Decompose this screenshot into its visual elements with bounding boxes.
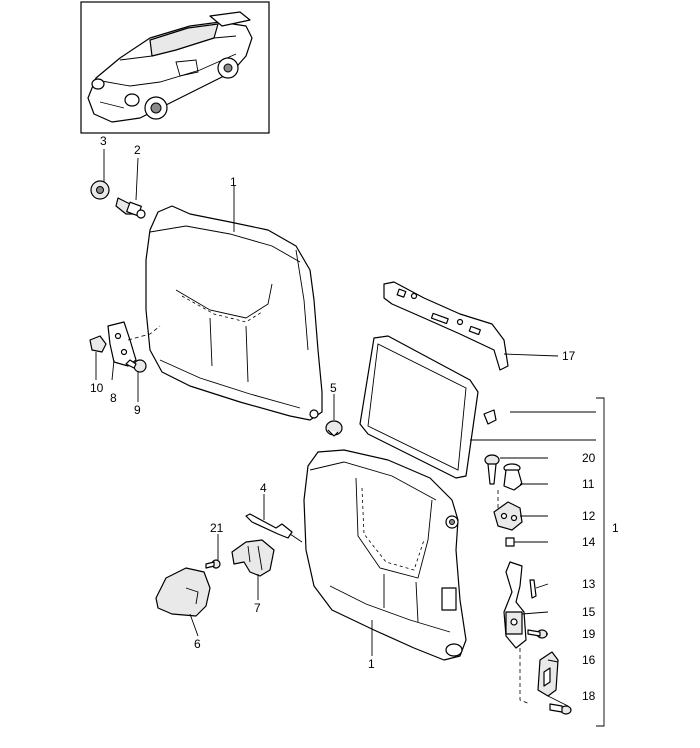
- backrest-panel: [359, 335, 479, 479]
- part-13-pin: [529, 579, 537, 599]
- part-18-bolt: [549, 703, 572, 715]
- part-6-trim-cover: [155, 567, 211, 617]
- callout-2: 2: [134, 143, 141, 157]
- part-15-latch: [503, 561, 527, 649]
- part-16-cover: [537, 651, 559, 697]
- callout-9: 9: [134, 403, 141, 417]
- leader-lines: [95, 149, 605, 727]
- callout-14: 14: [582, 535, 596, 549]
- part-14-clip: [505, 537, 515, 547]
- vehicle-thumbnail: [80, 1, 270, 134]
- callout-6: 6: [194, 637, 201, 651]
- callout-3: 3: [100, 134, 107, 148]
- part-11-striker: [503, 463, 523, 491]
- callout-18: 18: [582, 689, 596, 703]
- part-4-release-cable: [245, 513, 303, 543]
- callout-7: 7: [254, 601, 261, 615]
- part-5-knob: [325, 420, 343, 437]
- backrest-right: [303, 449, 467, 661]
- callout-11: 11: [582, 477, 595, 491]
- callout-17: 17: [562, 349, 576, 363]
- part-7-handle-bracket: [231, 539, 275, 577]
- callout-19: 19: [582, 627, 596, 641]
- part-9-screw: [125, 359, 147, 373]
- callout-15: 15: [582, 605, 596, 619]
- small-clip: [483, 409, 497, 425]
- callout-5: 5: [330, 381, 337, 395]
- callout-8: 8: [110, 391, 117, 405]
- part-2-bolt: [115, 197, 146, 219]
- callout-12: 12: [582, 509, 596, 523]
- callout-1-left-backrest: 1: [230, 175, 237, 189]
- part-19-screw: [527, 629, 548, 639]
- callout-16: 16: [582, 653, 596, 667]
- callout-21: 21: [210, 521, 224, 535]
- callout-1-right-backrest: 1: [368, 657, 375, 671]
- part-8-hinge-bracket: [107, 321, 161, 367]
- part-17-mounting-bracket: [383, 281, 509, 371]
- callout-labels: 3 2 1 10 8 9 5 17 20 11 12 1 14 13 15 19…: [90, 134, 619, 703]
- callout-10: 10: [90, 381, 104, 395]
- part-20-screw: [484, 454, 500, 485]
- callout-13: 13: [582, 577, 596, 591]
- backrest-left: [145, 205, 323, 421]
- part-3-washer: [90, 180, 110, 200]
- callout-1-group: 1: [612, 521, 619, 535]
- callout-20: 20: [582, 451, 596, 465]
- part-21-screw: [205, 559, 221, 569]
- callout-4: 4: [260, 481, 267, 495]
- part-12-lock-plate: [493, 501, 523, 531]
- part-10-nut: [89, 335, 107, 353]
- car-thumbnail-icon: [87, 11, 253, 123]
